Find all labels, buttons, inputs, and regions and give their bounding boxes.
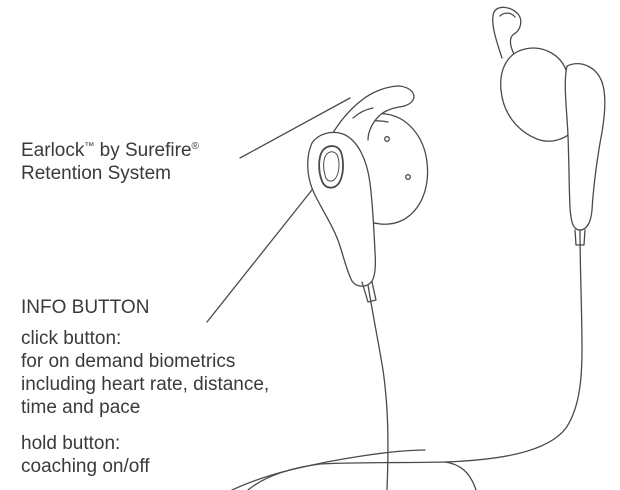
- right-earbud-body: [564, 63, 606, 231]
- hold-line: coaching on/off: [21, 456, 150, 477]
- right-earlock-fin: [492, 6, 522, 61]
- trademark-symbol: ™: [84, 141, 95, 152]
- info-button-inner: [323, 151, 340, 182]
- left-earlock-fin-inner: [352, 107, 374, 119]
- click-line: click button:: [21, 328, 122, 349]
- earlock-label-line1: Earlock™ by Surefire®: [21, 139, 199, 162]
- left-earbud: [307, 85, 429, 287]
- left-ear-tip-dot: [384, 136, 390, 142]
- left-earlock-fin: [330, 85, 415, 141]
- right-earlock-fin-inner: [499, 12, 516, 18]
- info-button-click-description: click button: for on demand biometrics i…: [21, 327, 269, 419]
- right-earbud: [492, 6, 606, 231]
- right-cable: [319, 229, 583, 465]
- click-line: including heart rate, distance,: [21, 374, 270, 395]
- info-button-hold-description: hold button: coaching on/off: [21, 432, 150, 478]
- info-button-leader-line: [206, 170, 328, 323]
- hold-line: hold button:: [21, 433, 121, 454]
- left-ear-tip-dot: [405, 174, 411, 180]
- right-cable-strain-relief: [574, 229, 586, 246]
- earlock-by-brand: by Surefire: [94, 140, 192, 161]
- info-button-title: INFO BUTTON: [21, 297, 150, 318]
- earlock-callout-label: Earlock™ by Surefire® Retention System: [21, 139, 199, 185]
- lower-cable: [231, 449, 426, 490]
- lower-cable-2: [247, 463, 321, 490]
- earlock-name: Earlock: [21, 140, 85, 161]
- left-cable: [367, 284, 389, 490]
- click-line: for on demand biometrics: [21, 351, 236, 372]
- left-cable-strain-relief: [361, 281, 377, 303]
- earlock-label-line2: Retention System: [21, 163, 171, 184]
- click-line: time and pace: [21, 397, 141, 418]
- earlock-leader-line: [239, 97, 351, 159]
- registered-symbol: ®: [191, 141, 199, 152]
- lower-cable-loop: [444, 461, 477, 490]
- right-ear-tip: [500, 47, 573, 142]
